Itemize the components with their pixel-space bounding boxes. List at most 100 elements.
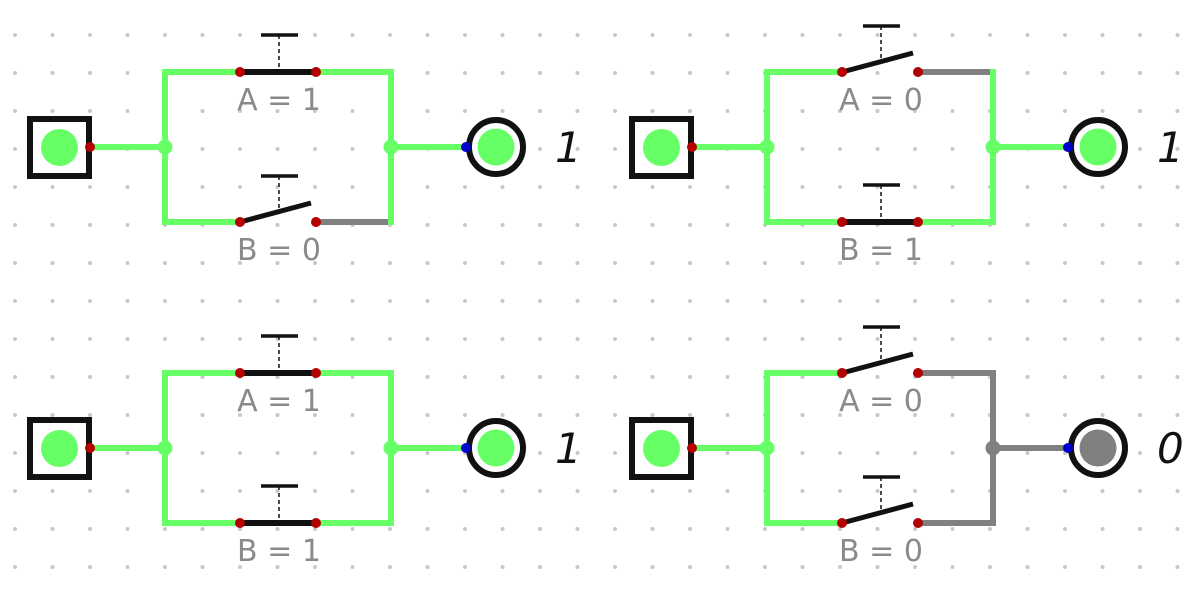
- grid-dot: [575, 109, 580, 113]
- grid-dot: [875, 451, 880, 455]
- grid-dot: [763, 261, 767, 265]
- grid-dot: [200, 451, 205, 455]
- output-lamp-indicator: [477, 128, 515, 166]
- grid-dot: [125, 565, 130, 569]
- grid-dot: [1175, 261, 1180, 265]
- grid-dot: [1175, 565, 1180, 569]
- grid-dot: [763, 299, 767, 303]
- grid-dot: [1025, 223, 1030, 227]
- grid-dot: [950, 299, 955, 303]
- grid-dot: [875, 527, 880, 531]
- grid-dot: [613, 109, 617, 113]
- grid-dot: [1100, 299, 1105, 303]
- grid-dot: [1175, 71, 1180, 75]
- grid-dot: [238, 33, 242, 37]
- grid-dot: [538, 223, 542, 227]
- grid-dot: [800, 147, 805, 151]
- output-value: 1: [555, 424, 582, 473]
- grid-dot: [313, 33, 317, 37]
- grid-dot: [125, 71, 130, 75]
- grid-dot: [1138, 375, 1142, 379]
- grid-dot: [50, 413, 55, 417]
- grid-dot: [313, 565, 317, 569]
- grid-dot: [1138, 71, 1142, 75]
- grid-dot: [1063, 185, 1067, 189]
- grid-dot: [1025, 261, 1030, 265]
- grid-dot: [350, 527, 355, 531]
- output-lamp-indicator: [1079, 128, 1117, 166]
- grid-dot: [275, 261, 280, 265]
- grid-dot: [725, 451, 730, 455]
- output-pin: [1063, 443, 1073, 453]
- grid-dot: [1025, 337, 1030, 341]
- grid-dot: [1100, 109, 1105, 113]
- power-source-indicator: [643, 129, 680, 166]
- grid-dot: [650, 185, 655, 189]
- grid-dot: [1138, 527, 1142, 531]
- grid-dot: [1138, 261, 1142, 265]
- grid-dot: [13, 565, 17, 569]
- grid-dot: [1025, 71, 1030, 75]
- grid-dot: [538, 261, 542, 265]
- grid-dot: [613, 299, 617, 303]
- grid-dot: [538, 527, 542, 531]
- junction-right: [985, 139, 1001, 155]
- switch-a-contact-open: [841, 50, 914, 75]
- grid-dot: [463, 109, 467, 113]
- circuit-2: A = 0B = 11: [629, 24, 1184, 268]
- grid-dot: [88, 413, 92, 417]
- grid-dot: [125, 185, 130, 189]
- grid-dot: [913, 337, 917, 341]
- grid-dot: [238, 299, 242, 303]
- grid-dot: [1025, 565, 1030, 569]
- switch-a-terminal-left: [837, 368, 847, 378]
- switch-a-label: A = 1: [237, 83, 321, 118]
- grid-dot: [1063, 261, 1067, 265]
- grid-dot: [988, 565, 992, 569]
- grid-dot: [500, 109, 505, 113]
- grid-dot: [1138, 565, 1142, 569]
- switch-b: B = 0: [837, 475, 923, 569]
- grid-dot: [125, 299, 130, 303]
- grid-dot: [313, 413, 317, 417]
- grid-dot: [275, 109, 280, 113]
- grid-dot: [875, 299, 880, 303]
- grid-dot: [425, 109, 430, 113]
- grid-dot: [88, 109, 92, 113]
- grid-dot: [913, 413, 917, 417]
- grid-dot: [1175, 527, 1180, 531]
- grid-dot: [500, 223, 505, 227]
- grid-dot: [125, 261, 130, 265]
- grid-dot: [388, 337, 392, 341]
- grid-dot: [425, 413, 430, 417]
- grid-dot: [350, 413, 355, 417]
- grid-dot: [13, 71, 17, 75]
- grid-dot: [875, 375, 880, 379]
- grid-dot: [238, 337, 242, 341]
- grid-dot: [1100, 223, 1105, 227]
- grid-dot: [13, 223, 17, 227]
- grid-dot: [500, 185, 505, 189]
- switch-b-label: B = 0: [839, 534, 923, 569]
- grid-dot: [1025, 413, 1030, 417]
- grid-dot: [650, 109, 655, 113]
- grid-dot: [838, 337, 842, 341]
- grid-dot: [1175, 147, 1180, 151]
- grid-dot: [1025, 299, 1030, 303]
- grid-dot: [463, 185, 467, 189]
- grid-dot: [1063, 565, 1067, 569]
- grid-dot: [575, 489, 580, 493]
- grid-dot: [1175, 299, 1180, 303]
- switch-a-contact-open: [841, 351, 914, 376]
- grid-dot: [800, 413, 805, 417]
- grid-dot: [500, 71, 505, 75]
- grid-dot: [200, 299, 205, 303]
- grid-dot: [1175, 375, 1180, 379]
- grid-dot: [88, 299, 92, 303]
- grid-dot: [1100, 185, 1105, 189]
- switch-b-terminal-right: [311, 518, 321, 528]
- grid-dot: [913, 565, 917, 569]
- grid-dot: [200, 337, 205, 341]
- grid-dot: [613, 375, 617, 379]
- grid-dot: [875, 109, 880, 113]
